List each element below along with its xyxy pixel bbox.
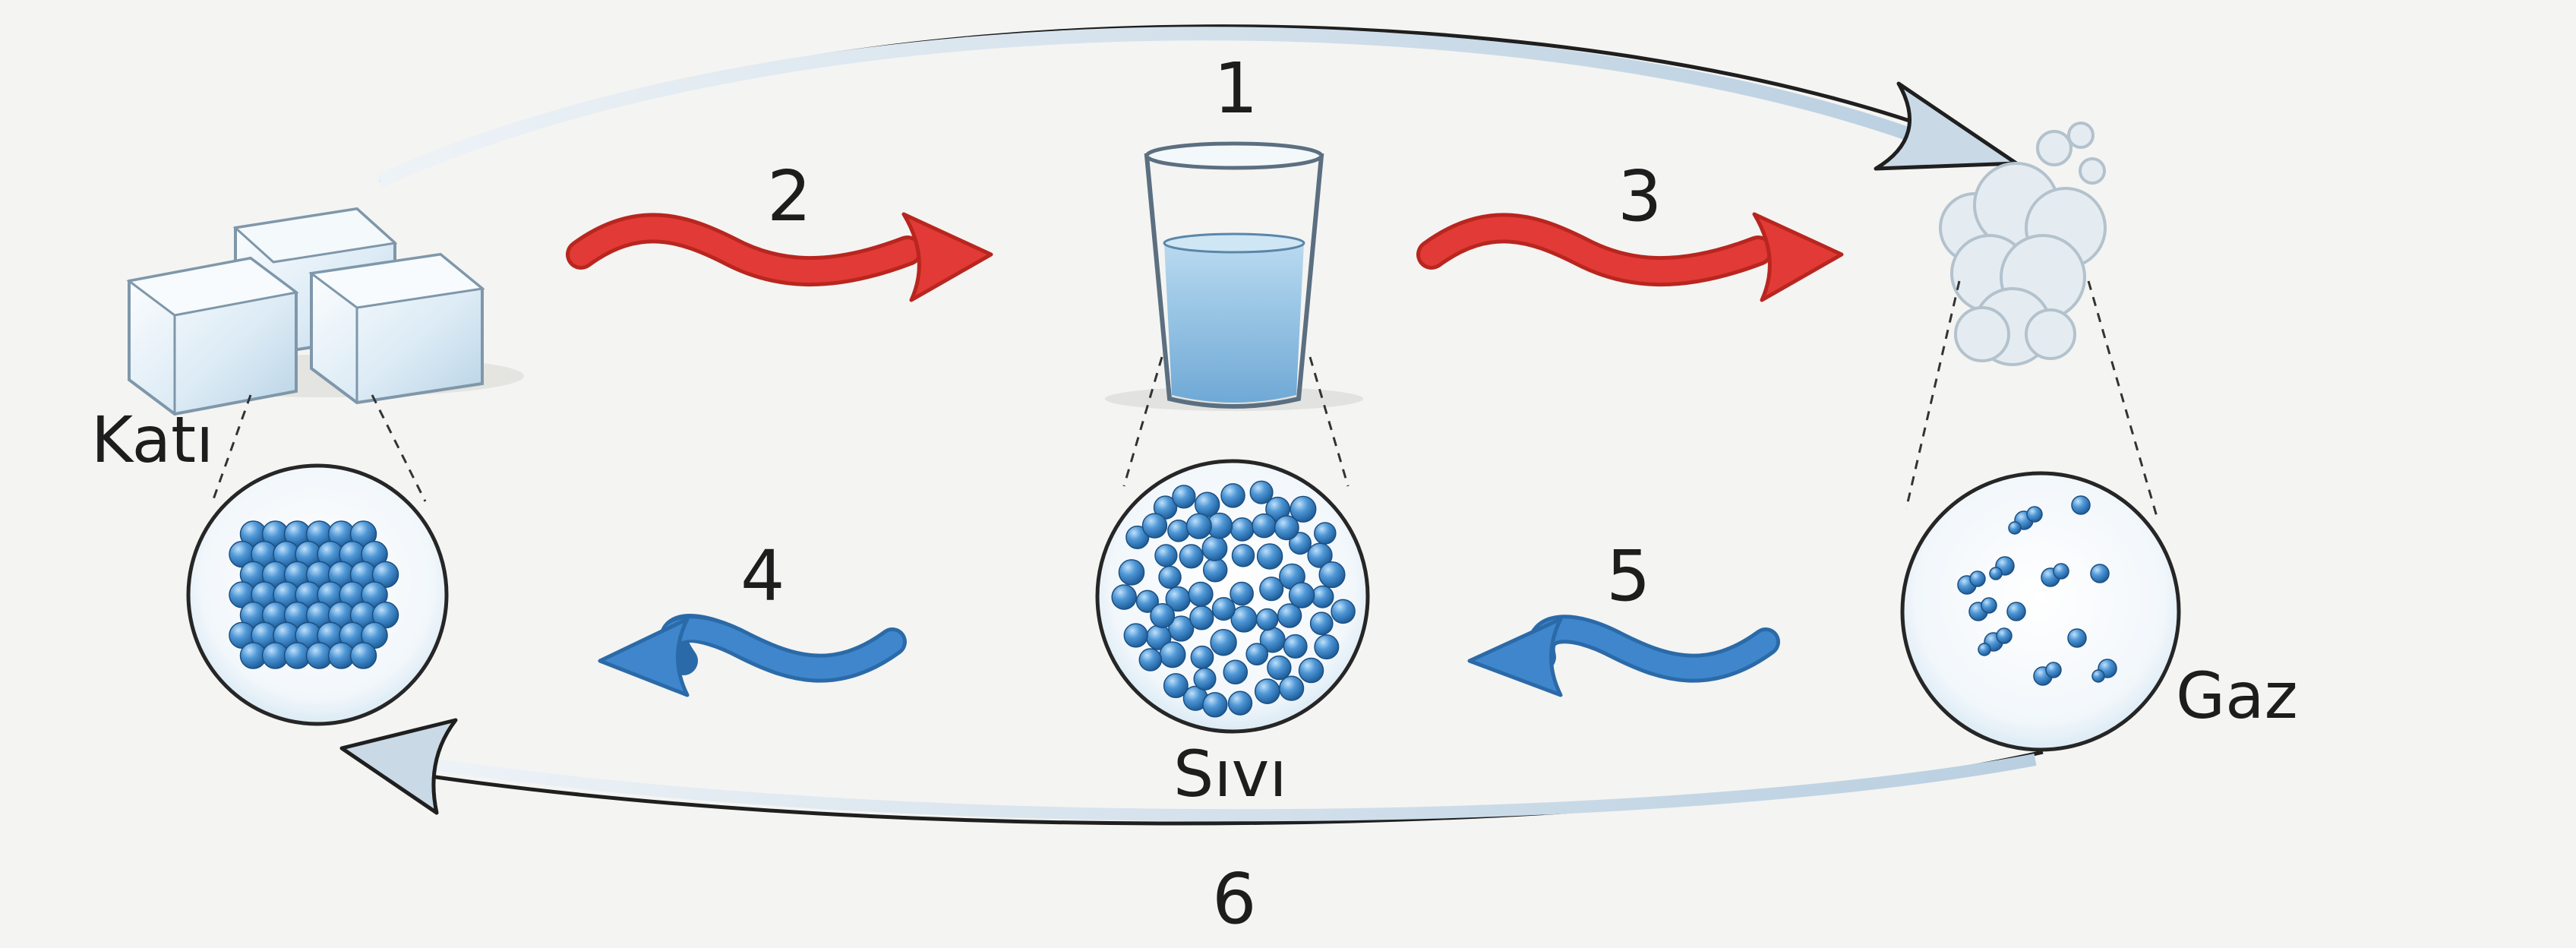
particle	[1172, 485, 1196, 509]
particle	[1185, 513, 1212, 539]
particle	[1249, 480, 1274, 504]
particle	[2091, 669, 2105, 683]
label-gas: Gaz	[2176, 659, 2298, 733]
particle	[1279, 675, 1305, 701]
particle	[1194, 491, 1220, 517]
particle	[1314, 522, 1337, 545]
particle	[1290, 495, 1317, 523]
label-transition-3: 3	[1618, 156, 1662, 237]
particle	[1220, 483, 1245, 508]
particle	[1227, 690, 1253, 716]
particle	[1230, 517, 1255, 542]
particle	[1307, 542, 1333, 568]
particle	[1202, 558, 1228, 583]
particle	[1188, 581, 1214, 607]
label-transition-5: 5	[1606, 536, 1651, 617]
particle	[1138, 648, 1163, 672]
label-transition-1: 1	[1214, 48, 1258, 129]
particle	[2008, 521, 2022, 535]
particle	[1309, 611, 1334, 636]
particle	[1298, 657, 1324, 684]
particle	[1168, 615, 1195, 642]
particle	[1288, 582, 1315, 608]
particle	[1150, 603, 1176, 629]
particle	[2071, 495, 2091, 515]
particle	[2026, 506, 2043, 523]
particle	[1311, 585, 1334, 608]
particle	[1190, 645, 1214, 669]
particle	[349, 642, 377, 669]
vapor-cloud-icon	[1939, 122, 2107, 366]
label-transition-6: 6	[1212, 858, 1257, 940]
particle	[1981, 597, 1997, 614]
particle	[1274, 515, 1299, 541]
particle	[1318, 561, 1346, 589]
particle	[1996, 627, 2012, 644]
label-solid: Katı	[91, 403, 213, 477]
particle	[2067, 628, 2087, 648]
arrow-evaporation	[1416, 212, 1844, 302]
gas-particles	[1957, 495, 2117, 686]
label-liquid: Sıvı	[1173, 737, 1287, 811]
particle	[1211, 597, 1236, 621]
particle	[1201, 536, 1228, 561]
particle	[1331, 599, 1356, 624]
particle	[1255, 608, 1279, 631]
particle	[1141, 513, 1168, 539]
particle	[1288, 532, 1312, 555]
particle	[1193, 667, 1217, 690]
particle	[1125, 525, 1150, 549]
particle	[1267, 655, 1292, 681]
arrow-condensation	[1467, 615, 1780, 697]
particle	[1223, 659, 1249, 685]
particle	[1189, 605, 1214, 630]
particle	[1277, 603, 1302, 628]
particle	[1254, 678, 1280, 704]
particle	[1256, 543, 1283, 570]
particle	[1167, 519, 1190, 542]
gas-particle-view	[1900, 471, 2181, 752]
liquid-particles	[1111, 480, 1356, 718]
arrow-freezing	[598, 614, 907, 697]
liquid-particle-view	[1095, 459, 1370, 734]
particle	[1123, 623, 1148, 648]
particle	[1118, 559, 1145, 586]
particle	[2090, 564, 2110, 583]
particle	[1179, 544, 1204, 569]
particle	[1230, 581, 1254, 606]
particle	[1159, 641, 1186, 668]
particle	[1283, 634, 1308, 659]
particle	[1969, 570, 1986, 587]
label-transition-2: 2	[767, 156, 812, 237]
solid-particle-view	[186, 463, 449, 726]
particle	[1158, 565, 1182, 589]
particle	[1245, 643, 1269, 666]
particle	[1202, 692, 1228, 718]
particle	[1154, 544, 1178, 567]
particle	[1252, 513, 1277, 539]
solid-particles	[229, 520, 399, 669]
particle	[1135, 589, 1159, 613]
zoom-lines	[211, 280, 2158, 517]
glass-of-water-icon	[1105, 141, 1363, 411]
particle	[1163, 673, 1189, 699]
label-transition-4: 4	[740, 536, 785, 617]
particle	[1259, 577, 1284, 602]
arrow-deposition	[339, 718, 2044, 826]
particle	[1314, 634, 1340, 660]
particle	[1231, 544, 1255, 567]
arrow-sublimation	[377, 24, 2019, 188]
particle	[1978, 643, 1991, 656]
particle	[2045, 662, 2062, 678]
particle	[1210, 629, 1237, 656]
particle	[2006, 602, 2026, 621]
particle	[1111, 584, 1137, 610]
ice-cubes-icon	[126, 207, 524, 416]
arrow-melting	[566, 212, 993, 302]
particle	[1989, 567, 2003, 580]
particle	[2053, 563, 2069, 580]
